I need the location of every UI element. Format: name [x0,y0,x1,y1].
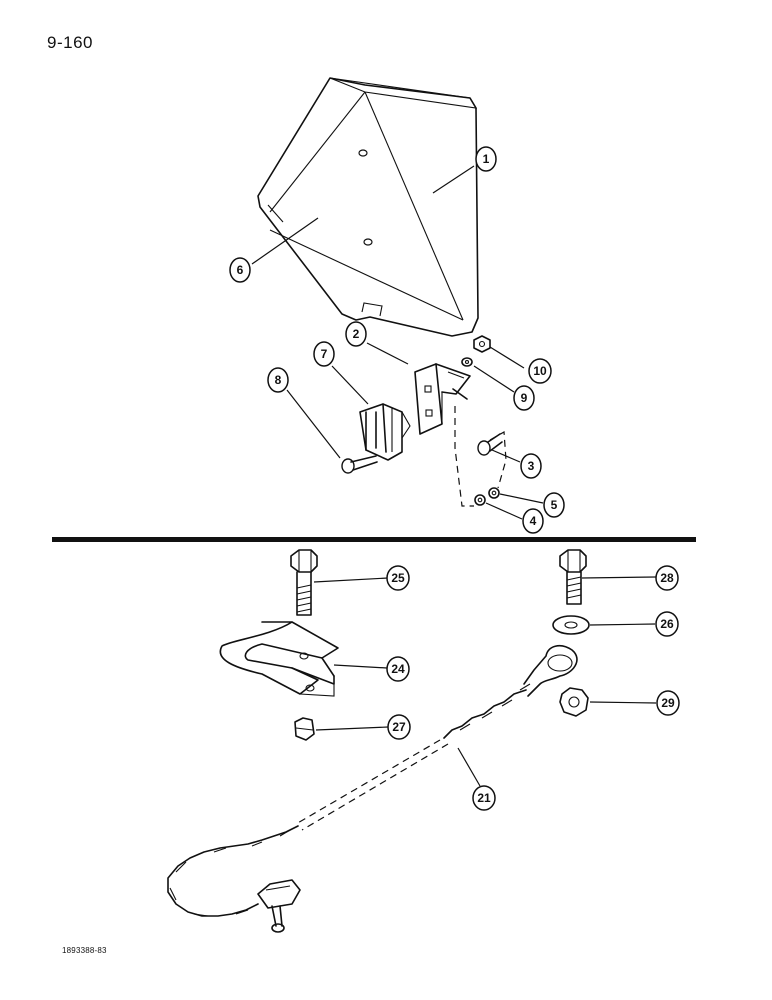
svg-text:5: 5 [551,498,558,512]
svg-text:10: 10 [533,364,547,378]
callout-27: 27 [387,714,411,740]
smv-emblem [257,77,479,337]
callout-9: 9 [513,385,535,411]
nut-4 [474,494,486,506]
callout-26: 26 [655,611,679,637]
lock-nut-29 [559,687,589,717]
svg-text:21: 21 [477,791,491,805]
svg-text:3: 3 [528,459,535,473]
svg-text:1: 1 [483,152,490,166]
callout-29: 29 [656,690,680,716]
carriage-bolt-3 [477,433,503,456]
lock-washer-9 [461,357,473,367]
lock-washer-5 [488,487,500,499]
strap-24 [219,621,339,697]
svg-text:2: 2 [353,327,360,341]
svg-text:9: 9 [521,391,528,405]
callout-1: 1 [475,146,497,172]
lock-nut-27 [294,717,315,741]
svg-text:8: 8 [275,373,282,387]
safety-chain-21 [167,644,578,933]
svg-text:7: 7 [321,347,328,361]
callout-8: 8 [267,367,289,393]
callout-25: 25 [386,565,410,591]
section-divider [52,537,696,542]
mounting-bracket [414,363,471,435]
svg-text:24: 24 [391,662,405,676]
emblem-hole-upper [358,149,368,157]
spring-clip [359,403,411,461]
callout-10: 10 [528,358,552,384]
callout-2: 2 [345,321,367,347]
callout-24: 24 [386,656,410,682]
callout-6: 6 [229,257,251,283]
callout-4: 4 [522,508,544,534]
svg-text:27: 27 [392,720,406,734]
svg-text:28: 28 [660,571,674,585]
nut-10 [473,335,491,353]
svg-text:26: 26 [660,617,674,631]
svg-text:29: 29 [661,696,675,710]
svg-text:6: 6 [237,263,244,277]
callout-7: 7 [313,341,335,367]
svg-text:25: 25 [391,571,405,585]
svg-text:4: 4 [530,514,537,528]
figure-code: 1893388-83 [62,946,107,955]
flat-washer-26 [552,615,590,635]
callout-28: 28 [655,565,679,591]
carriage-bolt-8 [341,455,378,474]
emblem-hole-lower [363,238,373,246]
hex-bolt-25 [290,549,318,616]
callout-5: 5 [543,492,565,518]
callout-3: 3 [520,453,542,479]
page-number: 9-160 [47,33,93,52]
hex-bolt-28 [559,549,587,605]
callout-21: 21 [472,785,496,811]
